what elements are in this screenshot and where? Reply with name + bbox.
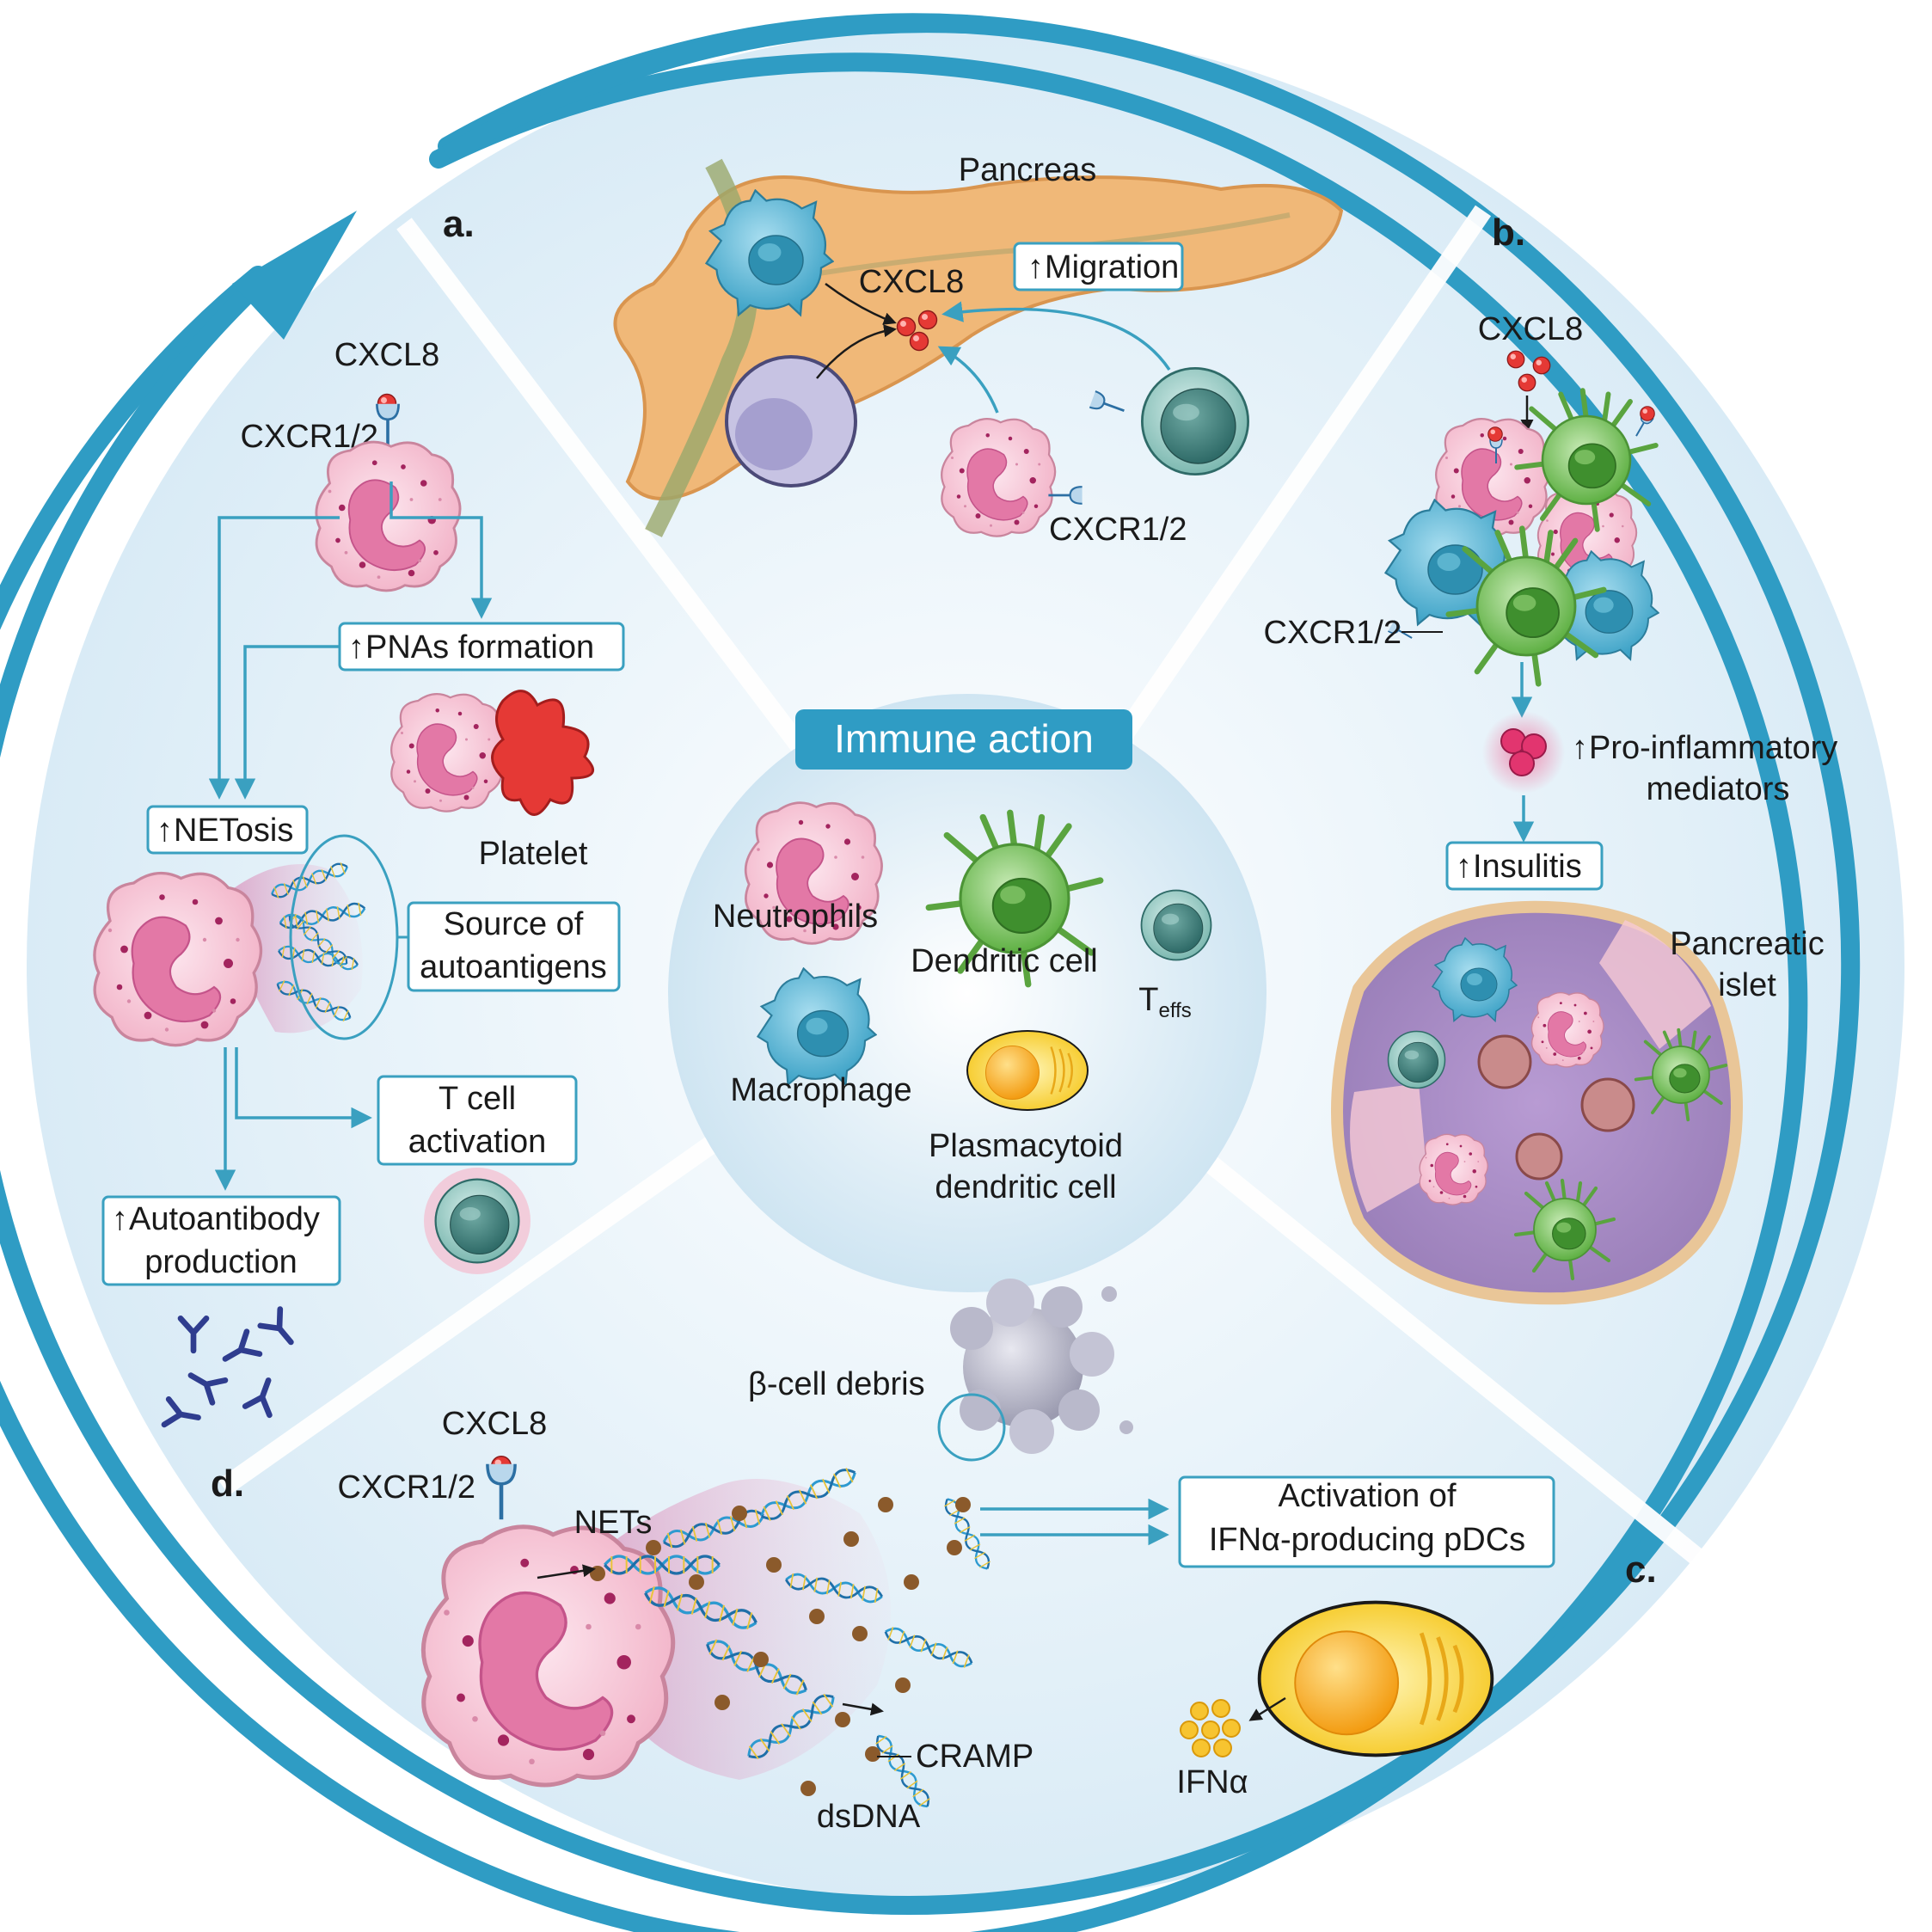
cramp-to-debris-arrow [842,1702,884,1716]
left-net-neutrophil [93,871,263,1047]
panel-d-letter: d. [211,1463,244,1505]
panel-b-letter: b. [1492,212,1525,254]
panel-d-cxcl8-label: CXCL8 [442,1406,548,1442]
monocyte-nucleus [735,398,813,470]
migration-up-arrow: ↑ [1027,249,1044,285]
outer-ring-arc [0,14,1861,1916]
netosis-label: NETosis [174,813,293,849]
beta-cell-debris [950,1279,1133,1454]
pnas-box [338,622,625,672]
netosis-box [146,805,309,855]
pnas-up-arrow: ↑ [348,629,365,665]
tcell-activation-label-2: activation [408,1124,547,1160]
autoantibody-label-1: Autoantibody [129,1201,320,1237]
panel-d-cramp-dots [590,1497,971,1796]
tcell-activation-box [377,1075,578,1166]
ifn-label: IFNα [1176,1764,1248,1800]
left-to-netosis-arrow-1 [208,516,340,800]
left-to-pnas-arrow [389,481,493,619]
legend-dendritic-label: Dendritic cell [911,943,1098,979]
autoantibody-up-arrow: ↑ [112,1201,128,1237]
monocyte-to-cxcl8-arrow [816,324,897,379]
pdc-cell [1260,1603,1493,1756]
insulitis-box [1445,841,1604,891]
panel-b-receptor-label: CXCR1/2 [1264,615,1402,651]
mediators-label-2: mediators [1647,771,1790,807]
activation-label-2: IFNα-producing pDCs [1209,1522,1525,1558]
legend-pdc-label-1: Plasmacytoid [929,1128,1123,1164]
migration-label: Migration [1045,249,1179,285]
islet-cells [1350,920,1711,1212]
panel-a-cxcl8-label: CXCL8 [859,264,965,300]
legend-teffs-label: Teffs [1138,982,1191,1022]
legend-neutrophils-label: Neutrophils [713,899,878,935]
pancreas-label: Pancreas [959,152,1097,188]
panel-a: a. Pancreas CXCL8 ↑ Migration CXCR1/2 [443,152,1344,548]
neutrophil-migration-arrow [937,346,999,414]
dsdna-label: dsDNA [817,1799,921,1835]
insulitis-up-arrow: ↑ [1456,849,1472,885]
legend-pdc-cell [966,1029,1089,1112]
macrophage-to-cxcl8-arrow [825,282,897,325]
netosis-up-arrow: ↑ [156,813,173,849]
pancreas-tcell [1141,366,1249,475]
debris-label: β-cell debris [748,1366,925,1402]
panel-a-letter: a. [443,203,475,245]
mediators-label-1: Pro-inflammatory [1589,730,1837,766]
autoantigen-label-1: Source of [444,906,584,942]
panel-a-receptor-label: CXCR1/2 [1049,512,1187,548]
pdc-to-ifn-arrow [1248,1696,1286,1721]
legend-macrophage-label: Macrophage [730,1072,911,1108]
panel-d-receptor-label: CXCR1/2 [338,1469,476,1506]
platelet [491,690,595,816]
autoantibody-label-2: production [144,1244,297,1280]
ifn-cluster [1180,1699,1241,1757]
debris-zoom-circle [937,1393,1006,1462]
legend-pdc-label-2: dendritic cell [935,1169,1116,1205]
islet-label-2: islet [1718,967,1776,1003]
ring-arrowhead [232,211,357,340]
panel-c-letter: c. [1625,1549,1657,1591]
panel-b: b. CXCL8 CXCR1/2 ↑ [1264,212,1837,1305]
netosis-arrow [537,1564,596,1579]
islet-label-1: Pancreatic [1670,926,1825,962]
mediators-cluster [1500,728,1547,776]
nets-label: NETs [574,1505,653,1541]
net-to-tcell-arrow [235,1047,372,1129]
insulitis-label: Insulitis [1473,849,1582,885]
center-title-pill [795,709,1132,770]
activation-box [1178,1475,1555,1568]
panel-left: CXCL8 CXCR1/2 ↑ PNAs formation Platelet … [93,337,625,1430]
center-title: Immune action [834,716,1094,761]
pnas-label: PNAs formation [365,629,594,665]
platelet-label: Platelet [479,836,588,872]
activated-tcell [434,1178,520,1264]
migration-box [1013,242,1184,291]
mediators-up-arrow: ↑ [1572,730,1588,766]
panel-d: d. CXCL8 CXCR1/2 NETs [211,1406,1033,1835]
left-cxcl8-label: CXCL8 [334,337,440,373]
autoantigen-box [407,901,621,992]
autoantigen-label-2: autoantigens [420,949,607,985]
cramp-label: CRAMP [916,1739,1033,1775]
autoantibody-box [101,1195,341,1286]
legend-teff-cell [1140,889,1212,961]
tcell-activation-label-1: T cell [439,1081,516,1117]
panel-c: c. β-cell debris Activation of IFNα-prod… [748,1279,1657,1800]
pna-neutrophil [390,693,506,813]
tcell-migration-arrow [941,301,1171,371]
pancreas-neutrophil [941,418,1057,537]
activation-label-1: Activation of [1279,1478,1457,1514]
islet-interior-cells [1387,937,1728,1279]
pnas-to-netosis-arrow [234,645,340,800]
panel-b-cxcl8-label: CXCL8 [1478,311,1584,347]
